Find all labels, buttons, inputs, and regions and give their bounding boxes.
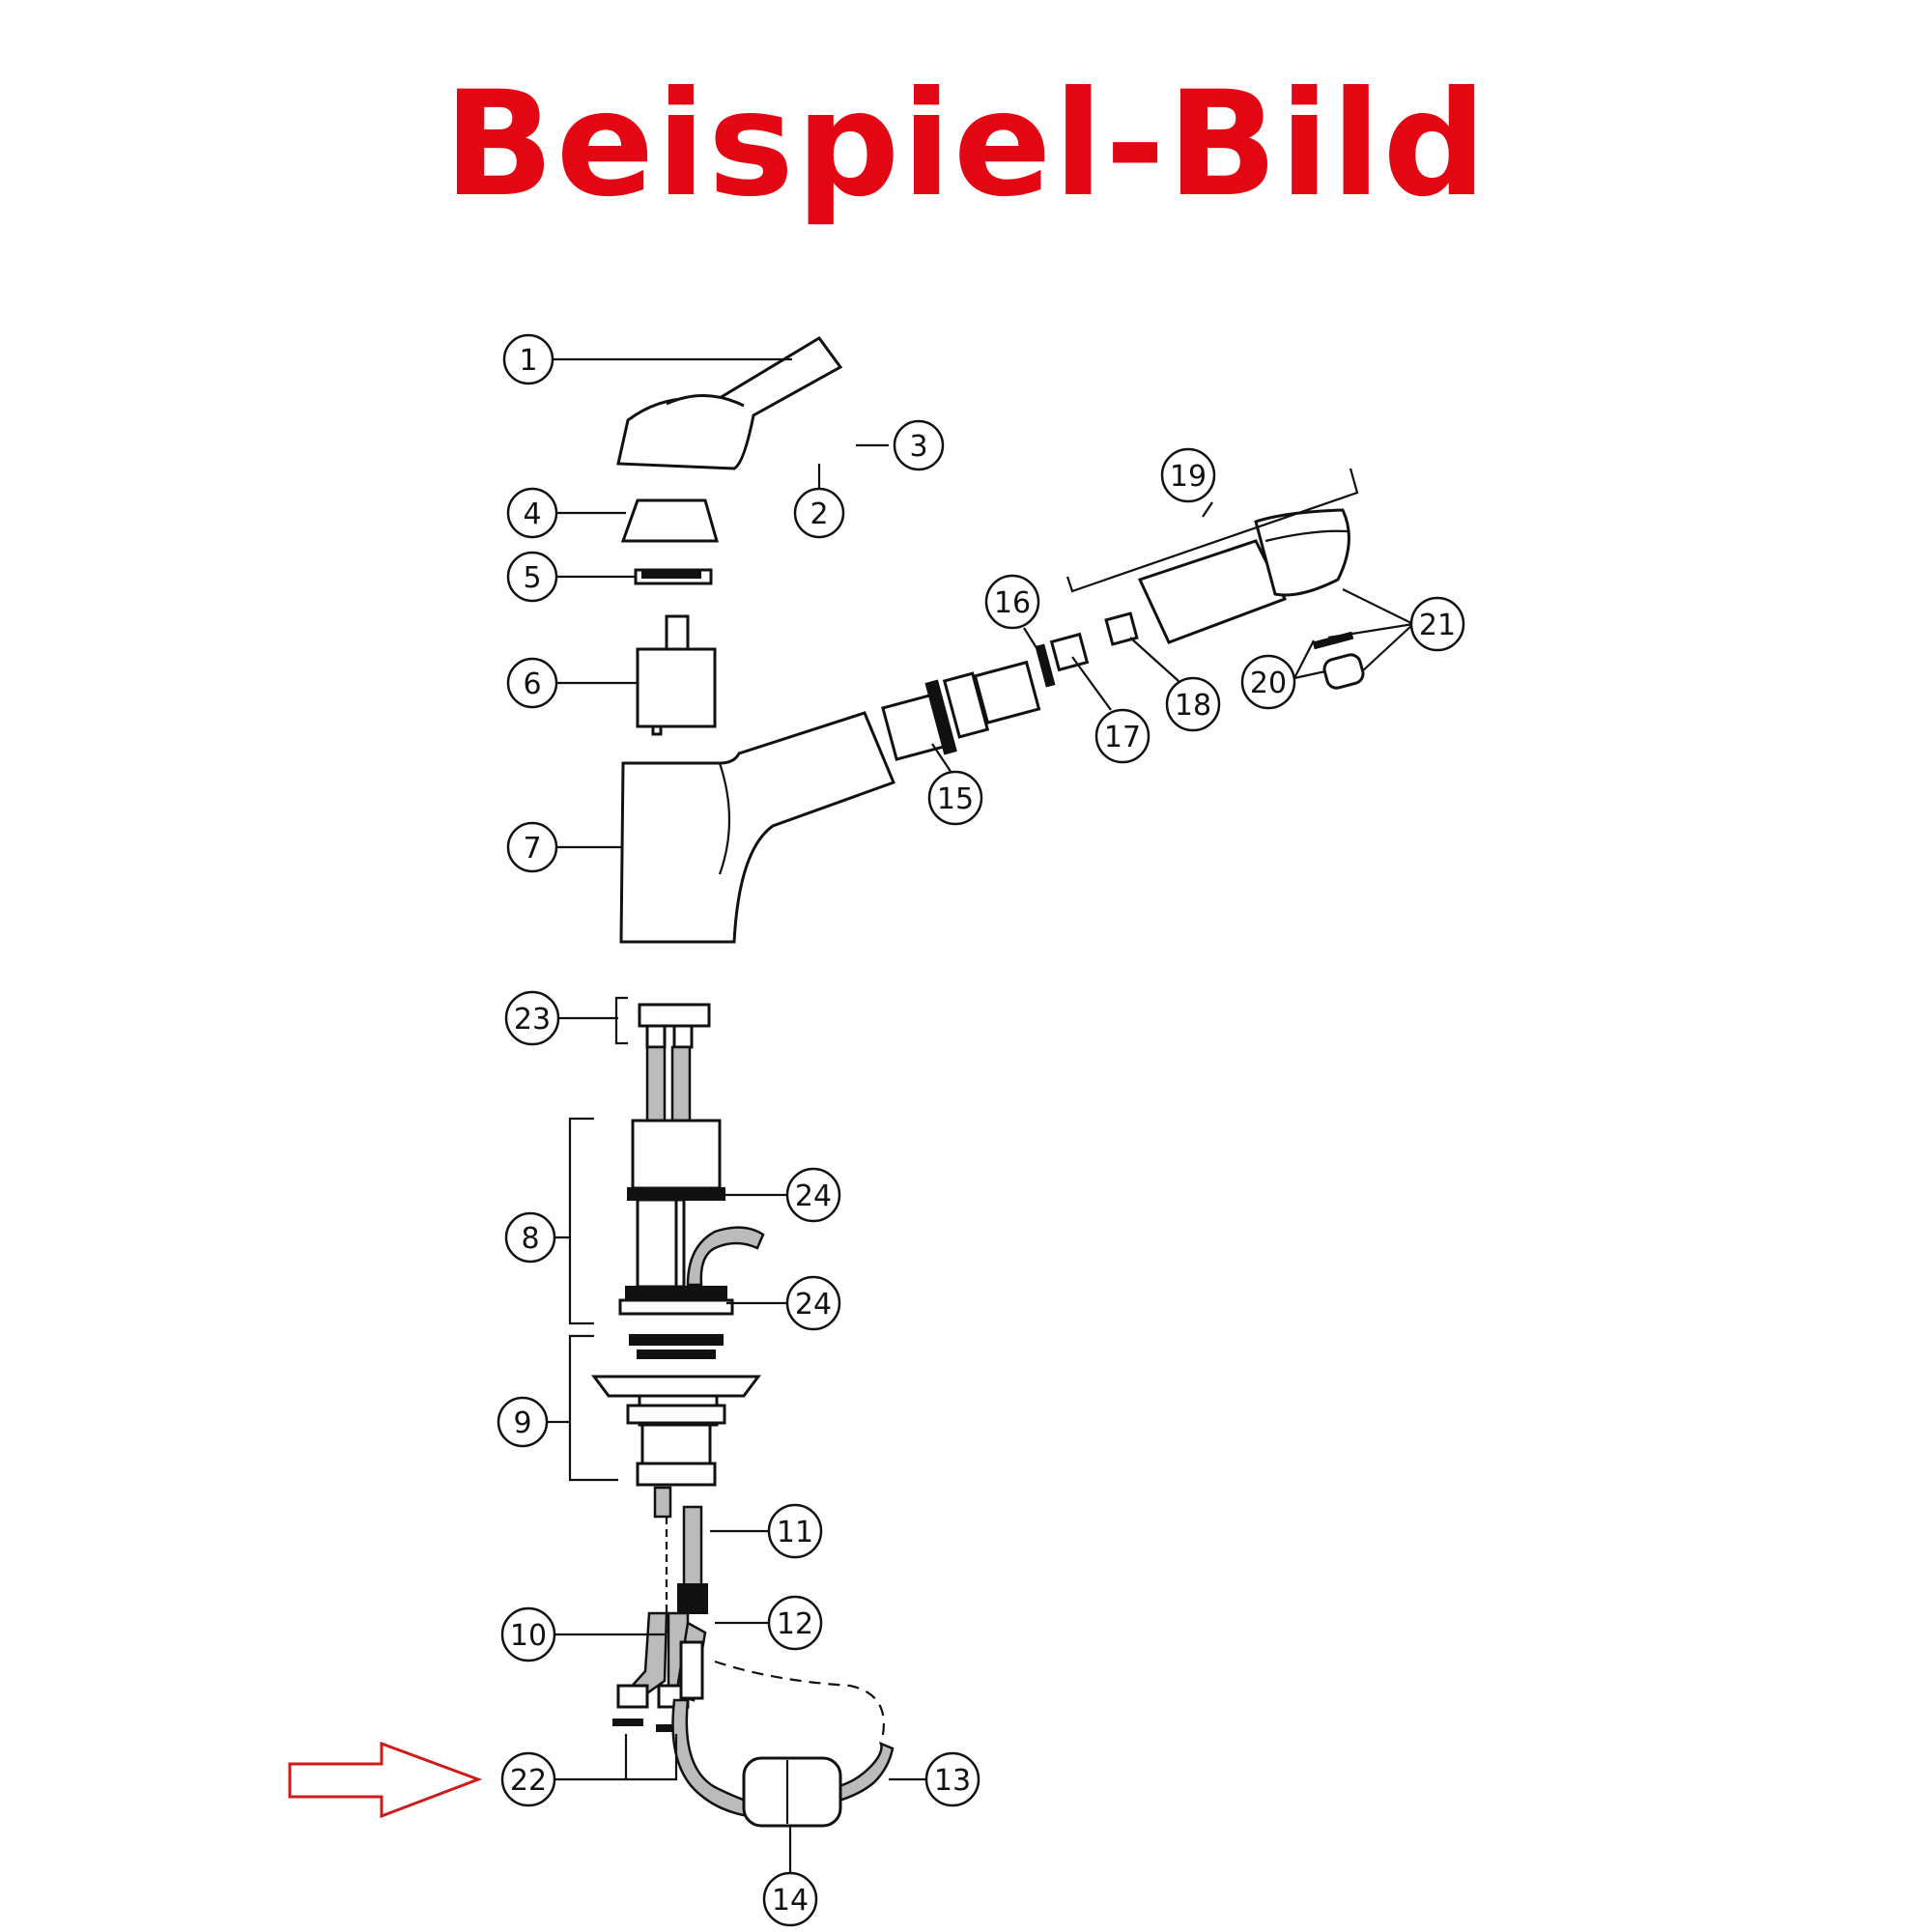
- page-title: Beispiel-Bild: [443, 61, 1489, 229]
- callout-20: 20: [1240, 654, 1296, 710]
- part-connector: [881, 660, 1041, 761]
- part-hose-connector: [638, 1003, 711, 1136]
- callout-2: 2: [793, 487, 845, 539]
- callout-12-label: 12: [777, 1607, 813, 1641]
- leader-lines: [547, 357, 1414, 1879]
- highlight-arrow-icon: [288, 1741, 483, 1819]
- callout-14-label: 14: [772, 1884, 809, 1918]
- callout-15-label: 15: [937, 782, 974, 816]
- part-lever-handle: [616, 336, 843, 470]
- callout-1: 1: [502, 333, 554, 385]
- callout-23: 23: [504, 990, 560, 1046]
- part-nut: [1049, 632, 1090, 672]
- callout-11-label: 11: [777, 1516, 813, 1549]
- part-aerator: [1322, 653, 1365, 690]
- callout-22: 22: [500, 1751, 556, 1807]
- part-hose-weight: [742, 1756, 842, 1828]
- callout-22-label: 22: [510, 1764, 547, 1798]
- callout-24-lower: 24: [785, 1275, 841, 1331]
- callout-6-label: 6: [523, 668, 541, 701]
- part-shower-hose: [671, 1660, 895, 1818]
- callout-10: 10: [500, 1606, 556, 1662]
- callout-9: 9: [497, 1396, 549, 1448]
- callout-7-label: 7: [523, 832, 541, 866]
- part-hand-shower: [1137, 508, 1350, 644]
- part-washer: [1104, 611, 1139, 646]
- callout-17: 17: [1094, 708, 1151, 764]
- callout-3: 3: [893, 419, 945, 471]
- part-hose: [682, 1505, 703, 1596]
- callout-11: 11: [767, 1503, 823, 1559]
- callout-21-label: 21: [1419, 609, 1456, 642]
- callout-24-upper: 24: [785, 1167, 841, 1223]
- callout-10-label: 10: [510, 1619, 547, 1653]
- callout-2-label: 2: [810, 497, 828, 531]
- callout-4-label: 4: [523, 497, 541, 531]
- callout-4: 4: [506, 487, 558, 539]
- callout-13-label: 13: [934, 1764, 971, 1798]
- callout-8-label: 8: [521, 1222, 539, 1256]
- callout-8: 8: [504, 1211, 556, 1264]
- callout-14: 14: [762, 1871, 818, 1927]
- callout-12: 12: [767, 1595, 823, 1651]
- part-ring: [634, 568, 713, 585]
- part-hose-bundle: [616, 1611, 707, 1709]
- callout-15: 15: [927, 770, 983, 826]
- part-filter: [677, 1583, 708, 1614]
- callout-18-label: 18: [1175, 689, 1211, 723]
- part-tap-body: [619, 711, 895, 944]
- part-mounting-body: [618, 1119, 765, 1316]
- callout-13: 13: [924, 1751, 980, 1807]
- callout-24-lower-label: 24: [795, 1288, 832, 1321]
- callout-1-label: 1: [519, 344, 537, 378]
- callout-17-label: 17: [1104, 721, 1141, 754]
- callout-16: 16: [984, 574, 1040, 630]
- callout-3-label: 3: [909, 430, 927, 464]
- callout-19-label: 19: [1170, 460, 1207, 494]
- callout-16-label: 16: [994, 586, 1031, 620]
- callout-24-upper-label: 24: [795, 1179, 832, 1213]
- callout-9-label: 9: [513, 1406, 531, 1440]
- part-fixing-kit: [591, 1334, 761, 1487]
- callout-18: 18: [1165, 676, 1221, 732]
- part-cartridge: [636, 614, 717, 736]
- callout-7: 7: [506, 821, 558, 873]
- callout-21: 21: [1409, 596, 1465, 652]
- callout-5: 5: [506, 551, 558, 603]
- callout-20-label: 20: [1250, 667, 1287, 700]
- callout-5-label: 5: [523, 561, 541, 595]
- callout-23-label: 23: [514, 1003, 551, 1037]
- part-cap: [620, 498, 719, 543]
- callout-19: 19: [1160, 447, 1216, 503]
- callout-6: 6: [506, 657, 558, 709]
